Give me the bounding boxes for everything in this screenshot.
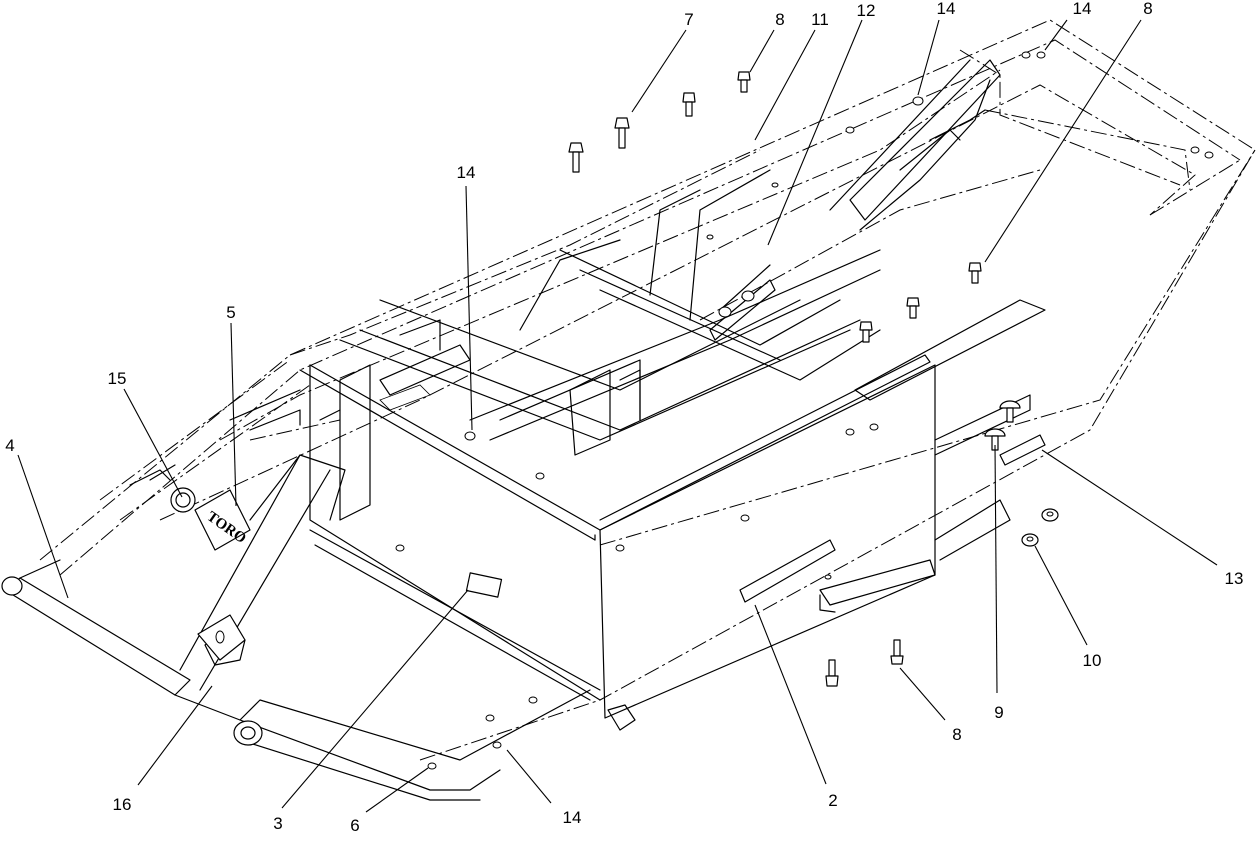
bolt-top-3 [682,92,696,117]
callout-labels: 4 15 5 16 3 6 14 14 14 14 7 8 11 12 8 2 … [5,0,1243,835]
callout-10: 10 [1083,651,1102,670]
bolt-mid-1 [859,321,873,343]
bracket-part-13 [999,434,1046,466]
callout-7: 7 [684,10,693,29]
frame-holes [395,51,1214,770]
bolt-mid-2 [906,297,920,319]
bolt-top-2 [614,117,630,149]
front-roller-and-rails [1,389,636,801]
bolt-bottom-1 [825,659,839,687]
callout-11: 11 [811,10,829,29]
callout-14-top-right: 14 [1073,0,1092,18]
flange-nut-2 [1041,508,1059,522]
callout-16: 16 [113,795,132,814]
callout-3: 3 [273,814,282,833]
callout-2: 2 [828,791,837,810]
callout-8-top: 8 [775,10,784,29]
frame-cross-members [319,59,1001,521]
callout-8-right: 8 [1143,0,1152,18]
flange-nut-1 [1021,533,1039,547]
callout-13: 13 [1225,569,1244,588]
callout-8-bottom: 8 [952,725,961,744]
bolt-bottom-2 [890,639,904,665]
callout-9: 9 [994,703,1003,722]
leader-lines [17,19,1218,813]
fuel-tank-body [299,354,936,719]
bolt-top-4 [737,71,751,93]
toro-decal: TORO [194,489,251,551]
callout-14-middle: 14 [457,163,476,182]
bracket-part-16 [197,614,246,661]
callout-12: 12 [857,1,876,20]
bolt-top-1 [568,142,584,173]
carriage-bolt-2 [999,400,1021,423]
callout-14-bottom: 14 [563,808,582,827]
bolts [197,71,1059,687]
callout-14-top-left: 14 [937,0,956,18]
callout-4: 4 [5,436,14,455]
callout-15: 15 [108,369,127,388]
callout-5: 5 [226,303,235,322]
bolt-mid-3 [968,262,982,284]
decals [465,539,836,603]
callout-6: 6 [350,816,359,835]
right-side-rail [819,299,1046,613]
plug-part [170,487,196,513]
